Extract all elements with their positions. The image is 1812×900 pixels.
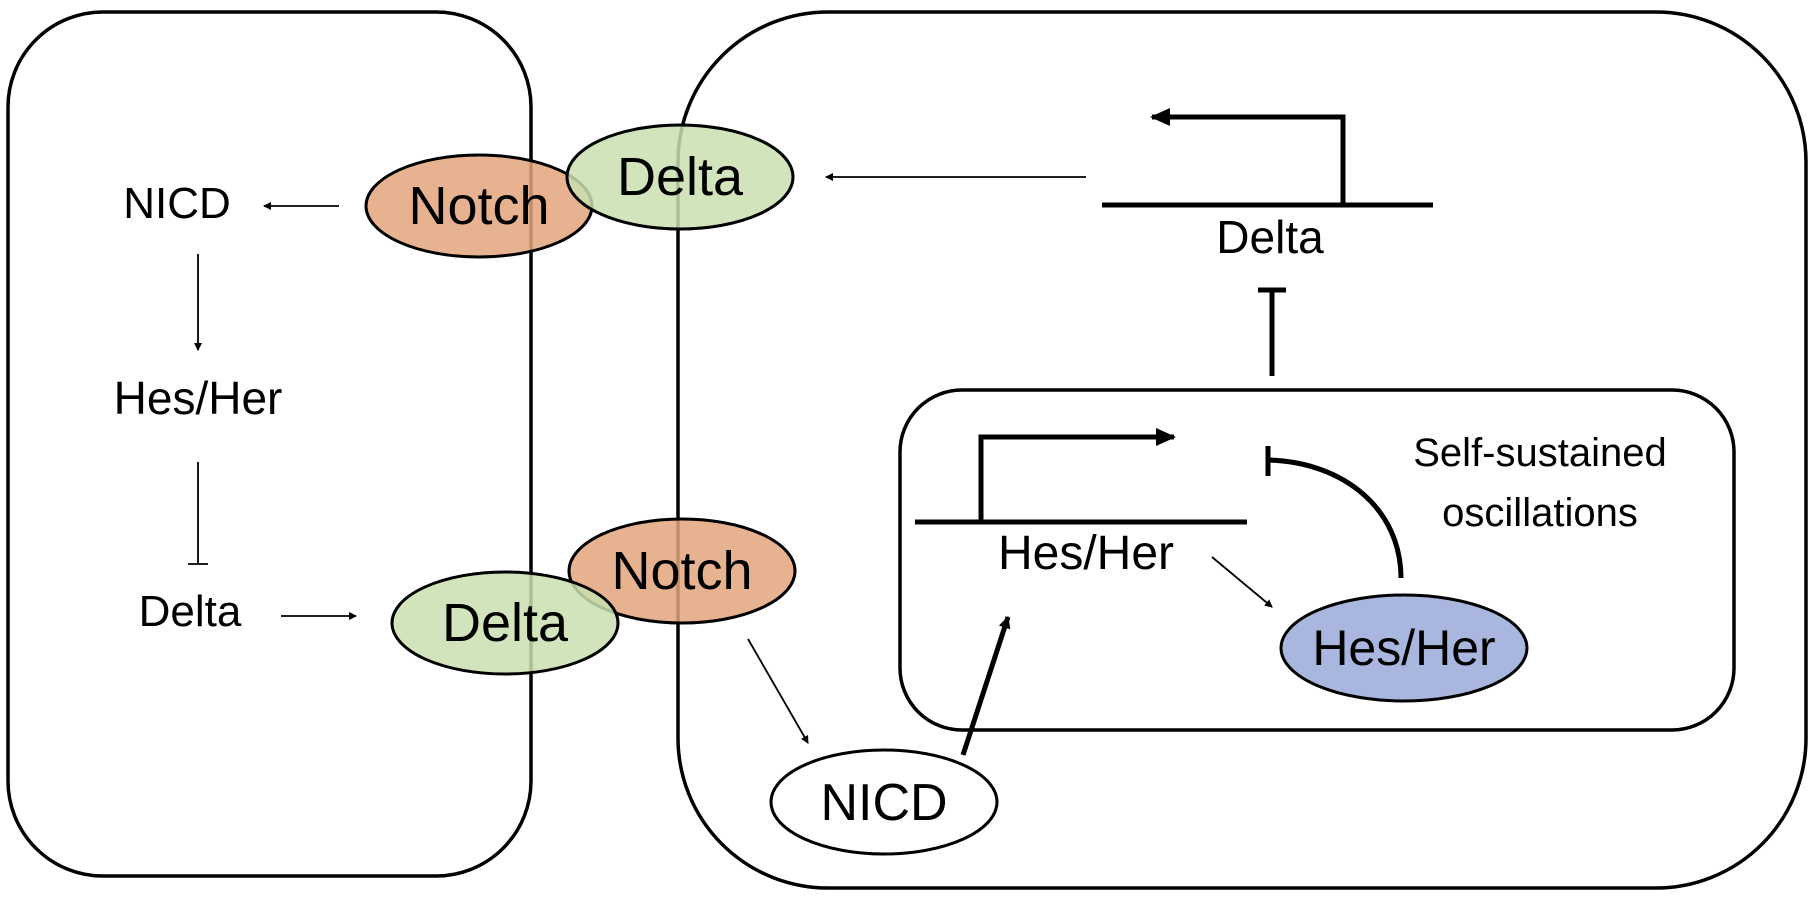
right-nicd-protein [769,748,999,856]
hes-her-protein [1279,593,1529,703]
delta-gene-label: Delta [1216,211,1324,263]
left-delta-ligand-label: Delta [442,593,569,653]
delta-promoter-arrow [1150,108,1346,205]
hes-her-protein-label: Hes/Her [1312,620,1495,676]
right-cell [676,10,1808,890]
left-cell [6,10,533,878]
delta-gene: Delta [825,108,1433,263]
oscillator-module: Hes/Her Self-sustained oscillations Hes/… [898,388,1736,732]
oscillator-box [898,388,1736,732]
left-delta-ligand [390,570,620,676]
hes-her-promoter-arrow [978,428,1176,522]
left-cell-pathway: NICD Hes/Her Delta [114,179,357,636]
left-delta-label: Delta [139,587,242,636]
right-notch-label: Notch [611,541,752,601]
left-hes-her-label: Hes/Her [114,372,283,424]
right-nicd-label: NICD [820,774,947,832]
oscillator-title-line1: Self-sustained [1413,431,1666,475]
right-delta-ligand [565,123,795,231]
right-delta-label: Delta [617,147,744,207]
hes-her-gene-label: Hes/Her [998,527,1174,580]
nicd-activates-hes-arrow [960,616,1011,756]
left-notch-label: Notch [408,176,549,236]
top-junction: Notch Delta [364,123,795,259]
oscillator-title-line2: oscillations [1442,491,1638,535]
notch-to-nicd-arrow-right [747,638,809,744]
left-nicd-label: NICD [123,179,231,228]
right-notch-receptor [567,517,797,625]
hes-her-autorepression-curve [1267,457,1404,579]
bottom-junction: Notch Delta [390,517,797,676]
gene-to-protein-arrow [1211,556,1273,608]
